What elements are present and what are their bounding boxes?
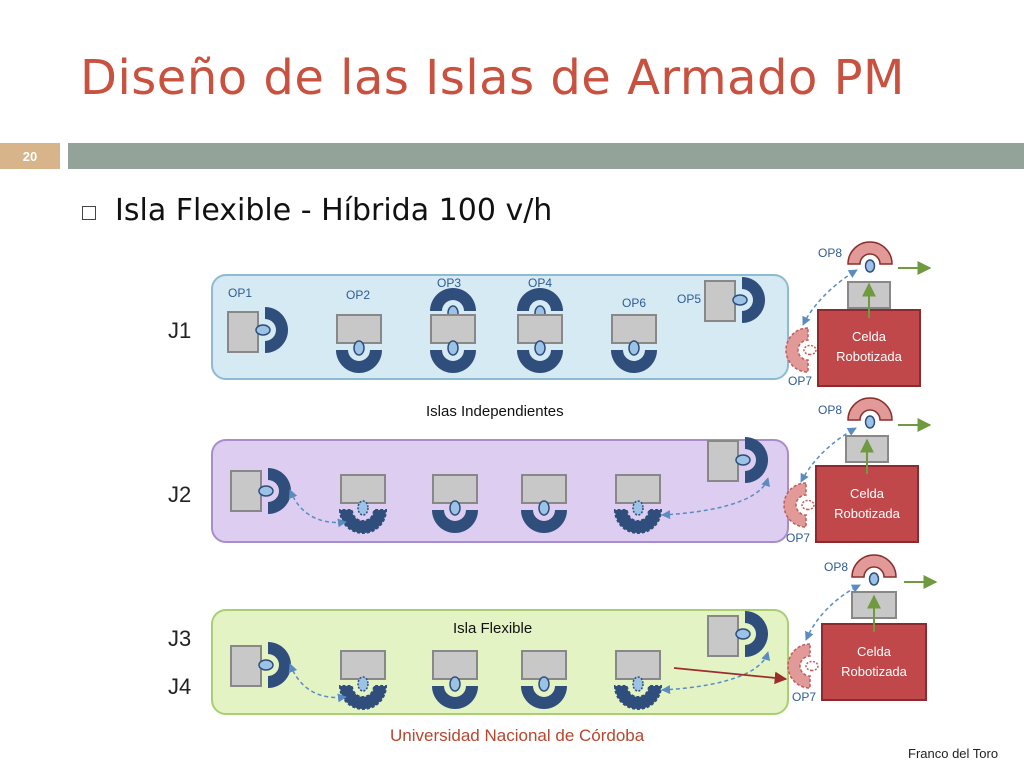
island-row-j2: J2 Celda Robotizada OP8 OP7 [168,397,932,545]
island-row-j3-j4: J3 J4 Isla Flexible Celda Robotizada OP8… [168,554,938,715]
robot-cell-j2 [815,465,919,543]
flex-path-j2-left [288,489,347,528]
label-op7-j1: OP7 [788,374,812,388]
robot-cell-j1-line1: Celda [852,329,887,344]
label-op8-j1: OP8 [818,246,842,260]
slide-title: Diseño de las Islas de Armado PM [80,50,905,106]
label-op1: OP1 [228,286,252,300]
label-op7-j3: OP7 [792,690,816,704]
label-op2: OP2 [346,288,370,302]
flex-path-j2-right [661,477,770,520]
robot-station-op7-j3 [787,643,819,689]
workpiece-op6 [611,314,657,344]
workpiece-j2-6 [707,440,739,482]
workpiece-op3 [430,314,476,344]
flex-path-j3-right [661,651,771,695]
workpiece-j2-3 [432,474,478,504]
workpiece-j2-2 [340,474,386,504]
workpiece-op2 [336,314,382,344]
label-op3: OP3 [437,276,461,290]
label-op6: OP6 [622,296,646,310]
robot-station-op8-j1 [847,241,893,273]
robot-station-op8-j3 [851,554,897,586]
workpiece-j2-1 [230,470,262,512]
workpiece-j3-6 [707,615,739,657]
robot-cell-j3-line2: Robotizada [841,664,908,679]
workpiece-op5 [704,280,736,322]
row-label-j1: J1 [168,318,191,343]
workpiece-op4 [517,314,563,344]
label-op7-j2: OP7 [786,531,810,545]
row-label-j3: J3 [168,626,191,651]
title-divider-bar [68,143,1024,169]
bullet-square-icon [82,206,96,220]
island-j1-background [211,274,789,380]
workpiece-j3-4 [521,650,567,680]
label-op8-j2: OP8 [818,403,842,417]
row-label-j4: J4 [168,674,191,699]
row-label-j2: J2 [168,482,191,507]
island-j2-background [211,439,789,543]
row-caption-j1: Islas Independientes [426,403,564,420]
footer-university: Universidad Nacional de Córdoba [390,726,645,745]
workpiece-j2-5 [615,474,661,504]
robot-cell-j1-line2: Robotizada [836,349,903,364]
robot-cell-j1 [817,309,921,387]
robot-cell-j2-line1: Celda [850,486,885,501]
robot-path-j3 [805,584,861,641]
label-op4: OP4 [528,276,552,290]
transfer-arrow-j4 [673,667,788,685]
robot-cell-j3-line1: Celda [857,644,892,659]
workpiece-j3-5 [615,650,661,680]
robot-path-j2 [800,427,857,483]
row-caption-flexible: Isla Flexible [453,620,532,637]
bullet-text: Isla Flexible - Híbrida 100 v/h [115,193,553,228]
workpiece-j3-3 [432,650,478,680]
slide-number: 20 [0,143,60,169]
island-row-j1: J1 Islas Independientes OP1 OP2 OP3 OP4 … [168,241,932,420]
flex-path-j3-left [288,663,347,703]
robot-cell-j2-line2: Robotizada [834,506,901,521]
workpiece-op1 [227,311,259,353]
robot-path-j1 [802,269,858,326]
footer-author: Franco del Toro [908,746,999,761]
workpiece-j3-1 [230,645,262,687]
robot-cell-j3 [821,623,927,701]
robot-station-op7-j1 [785,327,817,373]
workpiece-j3-2 [340,650,386,680]
workpiece-j2-4 [521,474,567,504]
label-op5: OP5 [677,292,701,306]
robot-station-op8-j2 [847,397,893,429]
label-op8-j3: OP8 [824,560,848,574]
